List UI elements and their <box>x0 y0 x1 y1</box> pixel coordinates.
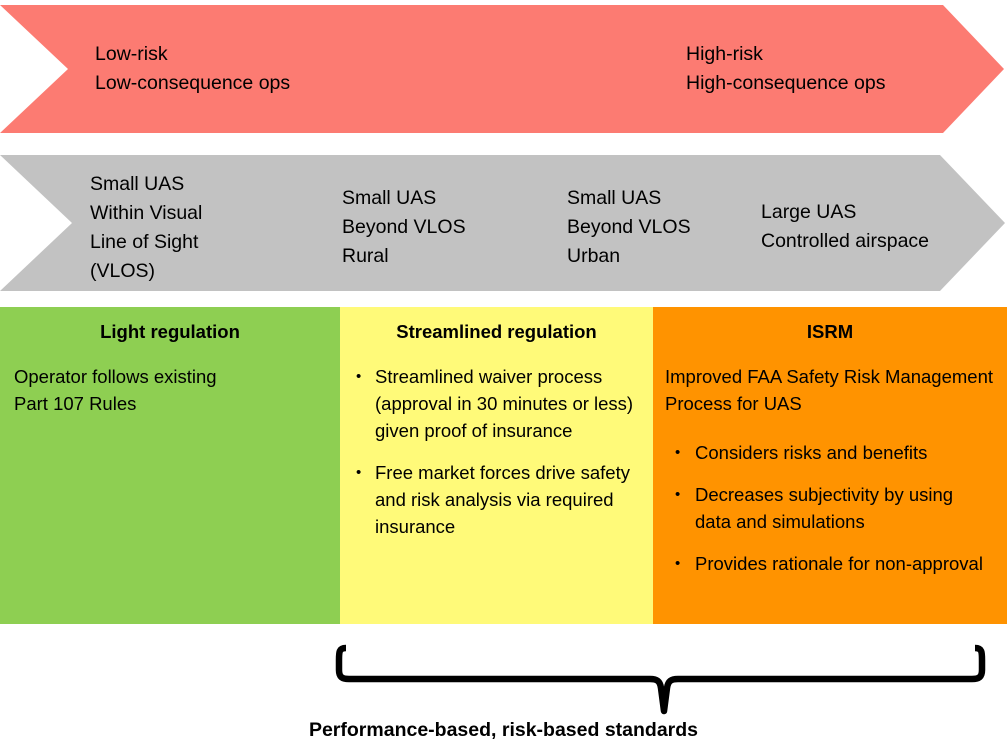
bullet-list-streamlined: Streamlined waiver process (approval in … <box>340 363 653 540</box>
risk-spectrum-arrow <box>0 5 1004 133</box>
list-item: Free market forces drive safety and risk… <box>340 459 653 540</box>
ops-label-large-uas: Large UAS Controlled airspace <box>761 201 930 252</box>
panel-body-light-regulation: Operator follows existing Part 107 Rules <box>0 363 340 417</box>
risk-label-low: Low-risk Low-consequence ops <box>95 43 291 94</box>
risk-label-high: High-risk High-consequence ops <box>686 43 886 94</box>
list-item: Considers risks and benefits <box>653 439 1007 466</box>
ops-label-small-uas-vlos: Small UAS Within Visual Line of Sight (V… <box>90 173 203 282</box>
panel-title-isrm: ISRM <box>806 321 854 342</box>
ops-label-small-uas-bvlos-rural: Small UAS Beyond VLOS Rural <box>342 187 466 267</box>
ops-label-small-uas-bvlos-urban: Small UAS Beyond VLOS Urban <box>567 187 691 267</box>
list-item: Streamlined waiver process (approval in … <box>340 363 653 444</box>
list-item: Provides rationale for non-approval <box>653 550 1007 577</box>
panel-title-light-regulation: Light regulation <box>100 321 240 342</box>
regulation-panels: Light regulation Operator follows existi… <box>0 307 1007 624</box>
panel-light-regulation[interactable]: Light regulation Operator follows existi… <box>0 307 340 624</box>
panel-body-streamlined-regulation: Streamlined waiver process (approval in … <box>340 363 653 540</box>
panel-paragraph-light-regulation: Operator follows existing Part 107 Rules <box>14 366 217 414</box>
panel-isrm[interactable]: ISRM Improved FAA Safety Risk Management… <box>653 307 1007 624</box>
panel-body-isrm: Improved FAA Safety Risk Management Proc… <box>653 363 1007 577</box>
bracket-curly <box>335 644 986 715</box>
panel-title-streamlined-regulation: Streamlined regulation <box>396 321 597 342</box>
bullet-list-isrm: Considers risks and benefits Decreases s… <box>653 439 1007 577</box>
list-item: Decreases subjectivity by using data and… <box>653 481 1007 535</box>
panel-paragraph-isrm: Improved FAA Safety Risk Management Proc… <box>665 366 994 414</box>
bracket-caption: Performance-based, risk-based standards <box>308 719 699 741</box>
operations-spectrum-arrow <box>0 155 1005 291</box>
panel-streamlined-regulation[interactable]: Streamlined regulation Streamlined waive… <box>340 307 653 624</box>
